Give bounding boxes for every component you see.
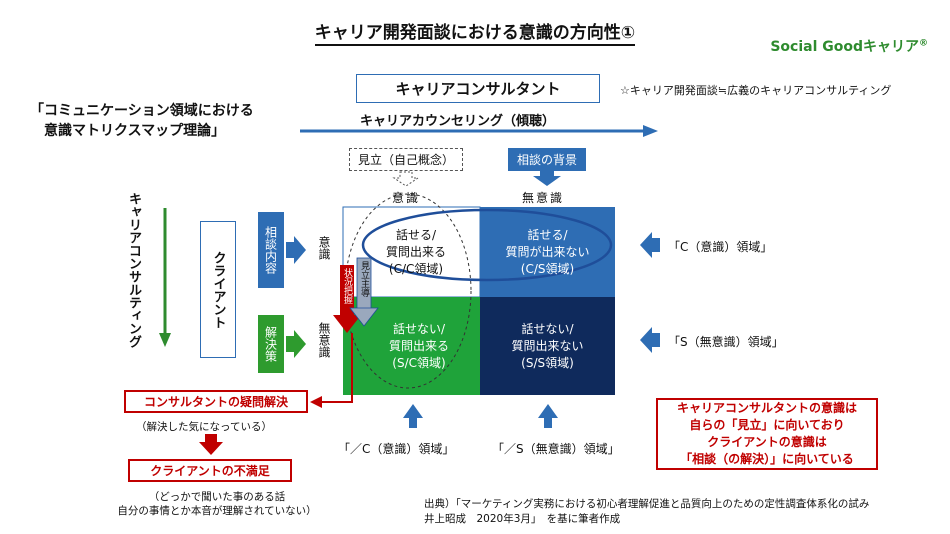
row-header-unconscious: 無意識 xyxy=(317,322,331,358)
jokyo-tag xyxy=(333,265,361,333)
mikata-down-arrow xyxy=(392,171,420,187)
source-line-2: 井上昭成 2020年3月」 を基に筆者作成 xyxy=(424,513,621,525)
quadrant-sc-label: 話せない/ 質問出来る (S/C領域) xyxy=(388,321,449,370)
kaiketsu-box: 解決策 xyxy=(258,315,284,373)
definition-note: ☆キャリア開発面談≒広義のキャリアコンサルティング xyxy=(620,84,892,97)
theory-label: 「コミュニケーション領域における 意識マトリクスマップ理論」 xyxy=(30,101,254,141)
quadrant-cs-label: 話せる/ 質問が出来ない (C/S領域) xyxy=(505,227,590,276)
bottom-s-arrow xyxy=(538,404,558,428)
mitate-tag xyxy=(349,257,379,327)
quadrant-ss xyxy=(480,297,615,395)
client-dissatisfied-box: クライアントの不満足 xyxy=(128,459,292,482)
col-header-conscious: 意識 xyxy=(392,191,421,205)
right-region-s: 「S（無意識）領域」 xyxy=(668,335,784,349)
bottom-region-c: 「／C（意識）領域」 xyxy=(338,442,455,456)
page-title: キャリア開発面談における意識の方向性① xyxy=(0,18,950,46)
bottom-region-s: 「／S（無意識）領域」 xyxy=(492,442,620,456)
dissatisfied-note-1: （どっかで聞いた事のある話 xyxy=(148,491,286,503)
theory-line-1: 「コミュニケーション領域における xyxy=(30,103,254,119)
mitate-tag-label: 見立主導 xyxy=(359,261,369,297)
career-consulting-label: キャリアコンサルティング xyxy=(126,192,141,348)
right-s-arrow xyxy=(640,327,660,353)
dissatisfied-note: （どっかで聞いた事のある話 自分の事情とか本音が理解されていない） xyxy=(112,490,322,518)
theory-line-2: 意識マトリクスマップ理論」 xyxy=(44,123,226,139)
bottom-c-arrow xyxy=(403,404,423,428)
mikata-box: 見立（自己概念） xyxy=(349,148,463,171)
dissatisfied-note-2: 自分の事情とか本音が理解されていない） xyxy=(117,505,317,517)
counseling-label: キャリアカウンセリング（傾聴） xyxy=(360,114,556,129)
consultant-resolve-box: コンサルタントの疑問解決 xyxy=(124,390,308,413)
row-header-conscious: 意識 xyxy=(317,236,331,260)
quadrant-cc-label: 話せる/ 質問出来る (C/C領域) xyxy=(385,227,446,276)
conclusion-box: キャリアコンサルタントの意識は 自らの「見立」に向いており クライアントの意識は… xyxy=(656,398,878,470)
conclusion-line-3: クライアントの意識は xyxy=(707,435,827,449)
quadrant-ss-label: 話せない/ 質問出来ない (S/S領域) xyxy=(511,321,584,370)
col-header-unconscious: 無意識 xyxy=(522,191,565,205)
right-c-arrow xyxy=(640,232,660,258)
haikei-box: 相談の背景 xyxy=(508,148,586,171)
jokyo-tag-label: 状況把握 xyxy=(342,268,352,304)
quadrant-cs xyxy=(480,207,615,297)
conclusion-line-2: 自らの「見立」に向いており xyxy=(689,418,845,432)
sodan-naiyo-box: 相談内容 xyxy=(258,212,284,288)
conclusion-line-4: 「相談（の解決）」に向いている xyxy=(680,452,854,466)
resolve-connector xyxy=(310,333,353,408)
client-box: クライアント xyxy=(200,221,236,358)
conclusion-line-1: キャリアコンサルタントの意識は xyxy=(676,401,857,415)
dissatisfied-arrow xyxy=(199,434,223,455)
resolve-note: （解決した気になっている） xyxy=(136,421,272,433)
brand-logo: Social Goodキャリア® xyxy=(770,38,928,55)
sodan-arrow xyxy=(286,236,306,264)
kaiketsu-arrow xyxy=(286,330,306,358)
haikei-down-arrow xyxy=(533,171,561,186)
source-citation: 出典）「マーケティング実務における初心者理解促進と品質向上のための定性調査体系化… xyxy=(424,497,869,527)
counseling-arrow xyxy=(300,125,658,137)
sodan-ellipse xyxy=(361,208,613,282)
consultant-box: キャリアコンサルタント xyxy=(356,74,600,103)
right-region-c: 「C（意識）領域」 xyxy=(668,240,773,254)
source-line-1: 出典）「マーケティング実務における初心者理解促進と品質向上のための定性調査体系化… xyxy=(424,498,870,510)
career-consulting-arrow xyxy=(159,208,171,347)
